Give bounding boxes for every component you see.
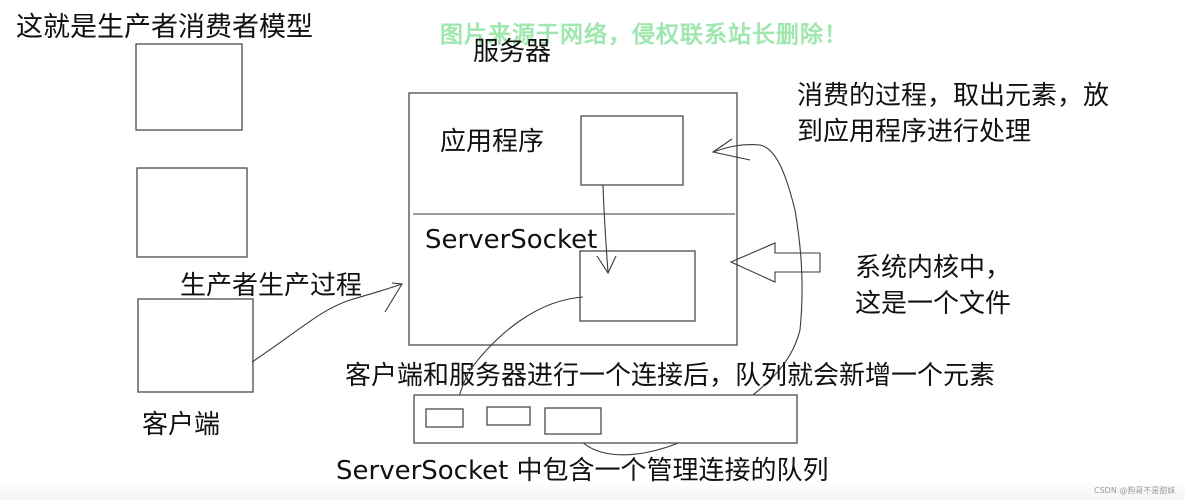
diagram-title: 这就是生产者消费者模型 xyxy=(16,12,313,43)
client-box-3 xyxy=(137,298,254,393)
producer-arrow-head xyxy=(384,282,403,313)
producer-process-label: 生产者生产过程 xyxy=(180,271,362,301)
clients-label: 客户端 xyxy=(142,410,220,440)
connection-note: 客户端和服务器进行一个连接后，队列就会新增一个元素 xyxy=(345,361,995,391)
queue-note: ServerSocket 中包含一个管理连接的队列 xyxy=(336,456,829,486)
client-box-2 xyxy=(136,167,248,258)
consumer-process-line2: 到应用程序进行处理 xyxy=(797,117,1031,147)
serversocket-box xyxy=(579,250,696,322)
queue-element-1 xyxy=(425,408,464,428)
queue-element-2 xyxy=(486,406,531,426)
connection-queue-box xyxy=(413,394,798,444)
consumer-process-line1: 消费的过程，取出元素，放 xyxy=(797,81,1109,111)
kernel-line1: 系统内核中， xyxy=(855,253,1011,283)
server-label: 服务器 xyxy=(473,37,551,67)
credit-text: CSDN @狗哥不是甜妹 xyxy=(1094,485,1175,495)
application-box xyxy=(580,115,684,186)
watermark-text: 图片来源于网络，侵权联系站长删除！ xyxy=(440,21,848,48)
app-to-socket-arrow xyxy=(602,184,609,273)
queue-element-3 xyxy=(544,407,602,435)
consumer-arrow-head xyxy=(711,138,751,161)
app-to-socket-arrow-head xyxy=(596,255,617,275)
kernel-hollow-arrow xyxy=(729,242,821,283)
serversocket-label: ServerSocket xyxy=(425,225,597,255)
client-box-1 xyxy=(135,43,243,131)
kernel-line2: 这是一个文件 xyxy=(855,289,1011,319)
producer-arrow xyxy=(251,283,403,363)
bottom-fade xyxy=(0,482,1185,500)
application-label: 应用程序 xyxy=(440,127,544,157)
